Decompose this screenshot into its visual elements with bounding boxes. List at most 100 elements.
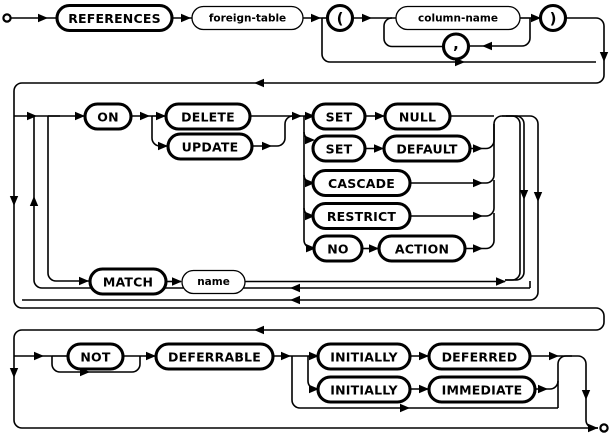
rail-action-merge (465, 213, 495, 250)
arrowhead-match (79, 276, 89, 286)
node-cascade-label: CASCADE (328, 176, 395, 191)
arrowhead-restrict (305, 211, 315, 221)
arrowhead-no (306, 244, 316, 253)
rail-initially-bypass (291, 356, 558, 409)
node-set-default-set-label: SET (326, 142, 353, 157)
node-initially-deferred-initially-label: INITIALLY (330, 350, 398, 365)
node-comma-label: , (453, 35, 459, 53)
arrowhead-initially-immediate (309, 384, 319, 394)
rail-restrict-merge (410, 180, 495, 217)
arrowhead-action-merge (473, 244, 483, 253)
node-name-label: name (197, 276, 230, 288)
rail-row2-right-wrap (560, 307, 605, 322)
arrowhead-update (158, 141, 168, 151)
arrowhead-row1-wrap-down (599, 52, 609, 62)
arrowhead-column-name (362, 13, 372, 23)
rail-row2-outer-bypass (13, 110, 560, 309)
arrowhead-on (75, 111, 85, 121)
arrowhead-row3-out-down (581, 390, 591, 400)
node-match-label: MATCH (103, 275, 153, 290)
arrowhead-immediate (419, 384, 429, 394)
rail-comma-loop-right (470, 18, 531, 47)
arrowhead-deferred (419, 351, 429, 361)
rail-row3-out (566, 355, 598, 429)
arrowhead-on-clause-out-c (533, 192, 543, 202)
arrowhead-end (588, 423, 598, 433)
node-deferred-label: DEFERRED (442, 350, 518, 365)
arrowhead-deferrable (146, 351, 156, 361)
rail-comma-loop-left (383, 17, 444, 48)
node-default-label: DEFAULT (396, 142, 458, 157)
arrowhead-rparen (531, 13, 541, 23)
rail-row3-bottom-bypass (13, 419, 598, 429)
arrowhead-initially-split (281, 351, 291, 361)
arrowhead-initially-deferred (309, 351, 319, 361)
node-update-label: UPDATE (182, 140, 239, 155)
arrowhead-on-clause-out-c2 (290, 295, 300, 305)
arrowhead-row3-bypass-down (9, 368, 19, 378)
arrowhead-name-out (496, 277, 506, 286)
rail-row1-wrap-to-row2 (13, 17, 605, 110)
rail-not-bypass (51, 356, 141, 373)
node-rparen-label: ) (550, 10, 557, 28)
rail-on-clause-out-b2 (505, 200, 525, 281)
rail-paren-bypass (321, 18, 560, 63)
node-references-label: REFERENCES (68, 11, 161, 26)
arrowhead-on-clause-out-b (519, 190, 529, 200)
start-endpoint-icon (2, 13, 12, 23)
rail-immediate-merge (535, 355, 567, 390)
arrowhead-event-split (140, 111, 150, 121)
arrowhead-on-clause-repeat-up (29, 196, 39, 206)
arrowhead-cascade-merge (473, 178, 483, 188)
arrowhead-action-split (292, 111, 302, 121)
node-restrict-label: RESTRICT (327, 209, 397, 224)
arrowhead-default-merge (473, 144, 483, 153)
arrowhead-row2-outer-bypass-down (9, 196, 19, 206)
arrowhead-null (375, 111, 385, 121)
arrowhead-paren-split (311, 13, 321, 23)
arrowhead-foreign-table (181, 13, 191, 23)
rail-on-clause-out-b (506, 115, 525, 200)
rail-on-clause-out-c (502, 115, 539, 202)
rail-on-clause-out-c2 (22, 202, 539, 301)
node-deferrable-label: DEFERRABLE (168, 350, 261, 365)
arrowhead-row2-wrap-left (254, 325, 264, 335)
node-immediate-label: IMMEDIATE (442, 383, 523, 398)
arrowhead-deferred-merge (549, 351, 559, 361)
arrowhead-set-null (305, 111, 315, 121)
node-not-label: NOT (80, 350, 110, 365)
arrowhead-row1-wrap-left (254, 78, 264, 88)
rail-on-clause-repeat-return (33, 116, 530, 289)
arrowhead-delete (156, 111, 166, 121)
node-lparen-label: ( (337, 10, 344, 28)
arrowhead-start (38, 13, 48, 23)
arrowhead-row2-entry (27, 111, 37, 121)
rail-on-clause-out-a (502, 115, 521, 281)
node-no-label: NO (327, 242, 349, 257)
rail-to-initially-immediate (307, 356, 318, 390)
arrowhead-action (369, 244, 379, 253)
node-set-null-set-label: SET (326, 110, 353, 125)
arrowhead-row3-entry (34, 351, 44, 361)
arrowhead-comma-loop (482, 41, 492, 51)
arrowhead-restrict-merge (473, 211, 483, 221)
rail-to-match-branch (47, 116, 90, 282)
end-endpoint-icon (599, 423, 609, 433)
arrowhead-initially-bypass (400, 403, 410, 413)
arrowhead-cascade (305, 178, 315, 188)
rail-update-merge (252, 115, 294, 147)
node-action-label: ACTION (395, 242, 449, 257)
rail-default-merge (470, 115, 503, 150)
node-null-label: NULL (399, 110, 436, 125)
node-delete-label: DELETE (181, 110, 235, 125)
node-foreign-table-label: foreign-table (209, 13, 286, 25)
node-column-name-label: column-name (418, 13, 498, 25)
node-on-label: ON (97, 110, 119, 125)
node-initially-immediate-initially-label: INITIALLY (330, 383, 398, 398)
rail-row2-wrap-to-row3 (13, 321, 605, 420)
arrowhead-update-merge (262, 141, 272, 151)
arrowhead-set-default (305, 135, 315, 145)
arrowhead-default (374, 144, 384, 153)
